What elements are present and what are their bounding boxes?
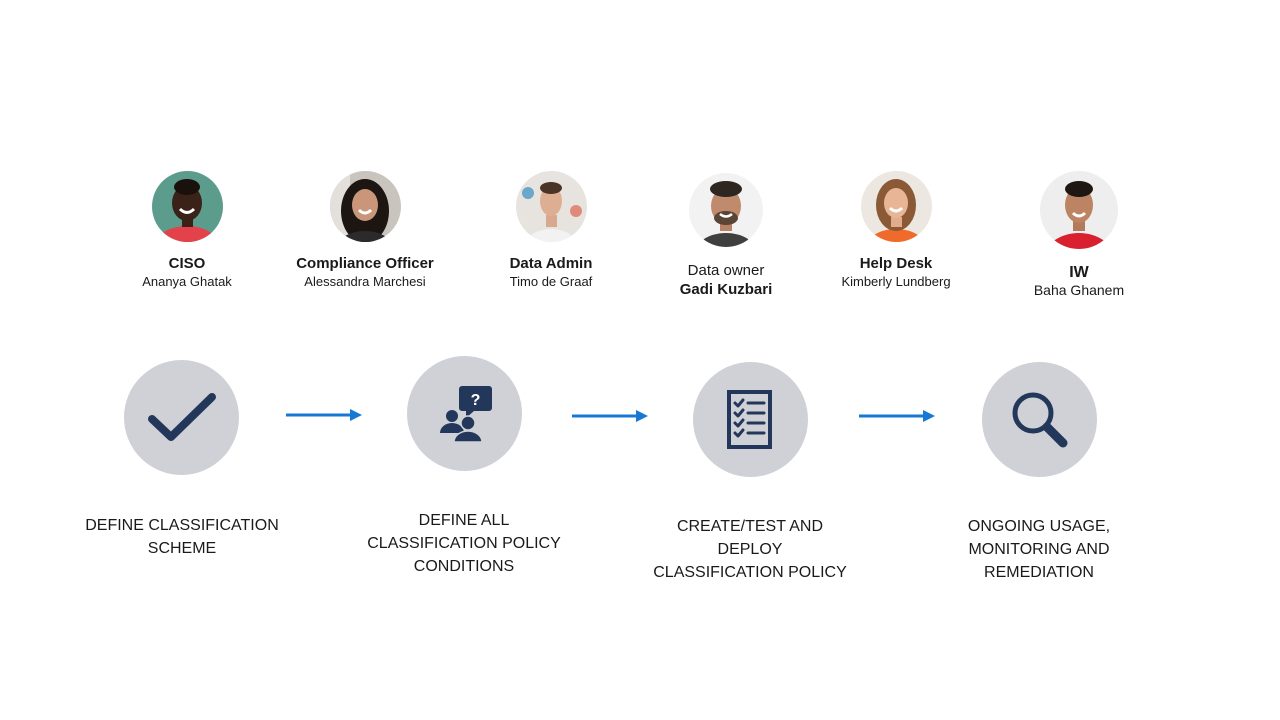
role-title: CISO <box>168 255 206 272</box>
step-label-line: CREATE/TEST AND <box>676 518 824 535</box>
step-label-line: CONDITIONS <box>413 558 515 575</box>
step-label: DEFINE ALL CLASSIFICATION POLICY CONDITI… <box>344 509 584 578</box>
arrow-icon <box>286 409 362 421</box>
person-photo-ciso <box>151 171 223 242</box>
svg-text:?: ? <box>471 392 481 409</box>
person-compliance-officer: Compliance Officer Alessandra Marchesi <box>265 171 465 290</box>
person-photo-help-desk <box>860 171 932 242</box>
person-data-owner: Data owner Gadi Kuzbari <box>626 173 826 299</box>
arrow-icon <box>572 410 648 422</box>
step-label-line: DEFINE CLASSIFICATION <box>85 517 279 534</box>
checkmark-icon <box>148 393 216 441</box>
step-label-line: REMEDIATION <box>984 564 1094 581</box>
step-label-line: SCHEME <box>147 540 217 557</box>
person-name: Alessandra Marchesi <box>304 274 426 289</box>
role-title: Help Desk <box>859 255 933 272</box>
person-name: Baha Ghanem <box>1033 282 1125 298</box>
person-photo-data-admin <box>515 171 587 242</box>
step-label-line: DEPLOY <box>717 541 783 558</box>
person-name: Ananya Ghatak <box>142 274 232 289</box>
step-label-line: CLASSIFICATION POLICY <box>653 564 847 581</box>
arrow-icon <box>859 410 935 422</box>
role-title: Data Admin <box>509 255 593 272</box>
people-question-icon: ? <box>440 386 492 443</box>
person-name: Timo de Graaf <box>509 274 593 289</box>
step-label-line: ONGOING USAGE, <box>967 518 1111 535</box>
person-name: Gadi Kuzbari <box>679 281 773 298</box>
step-label: DEFINE CLASSIFICATION SCHEME <box>62 514 302 560</box>
person-name: Kimberly Lundberg <box>841 274 951 289</box>
person-photo-compliance-officer <box>329 171 401 242</box>
step-create-deploy <box>693 362 808 477</box>
step-label: CREATE/TEST AND DEPLOY CLASSIFICATION PO… <box>630 515 870 584</box>
checklist-icon <box>727 390 772 449</box>
role-title: Compliance Officer <box>296 255 434 272</box>
step-ongoing <box>982 362 1097 477</box>
step-define-scheme <box>124 360 239 475</box>
role-title: IW <box>1069 264 1089 281</box>
step-label-line: CLASSIFICATION POLICY <box>367 535 561 552</box>
step-label: ONGOING USAGE, MONITORING AND REMEDIATIO… <box>919 515 1159 584</box>
magnifier-icon <box>1012 392 1068 448</box>
person-photo-data-owner <box>689 173 763 247</box>
person-ciso: CISO Ananya Ghatak <box>87 171 287 290</box>
person-help-desk: Help Desk Kimberly Lundberg <box>796 171 996 290</box>
step-label-line: DEFINE ALL <box>418 512 510 529</box>
step-label-line: MONITORING AND <box>968 541 1110 558</box>
person-data-admin: Data Admin Timo de Graaf <box>451 171 651 290</box>
role-title: Data owner <box>687 262 765 279</box>
person-photo-iw <box>1040 171 1118 249</box>
step-define-conditions: ? <box>407 356 522 471</box>
person-iw: IW Baha Ghanem <box>979 171 1179 299</box>
